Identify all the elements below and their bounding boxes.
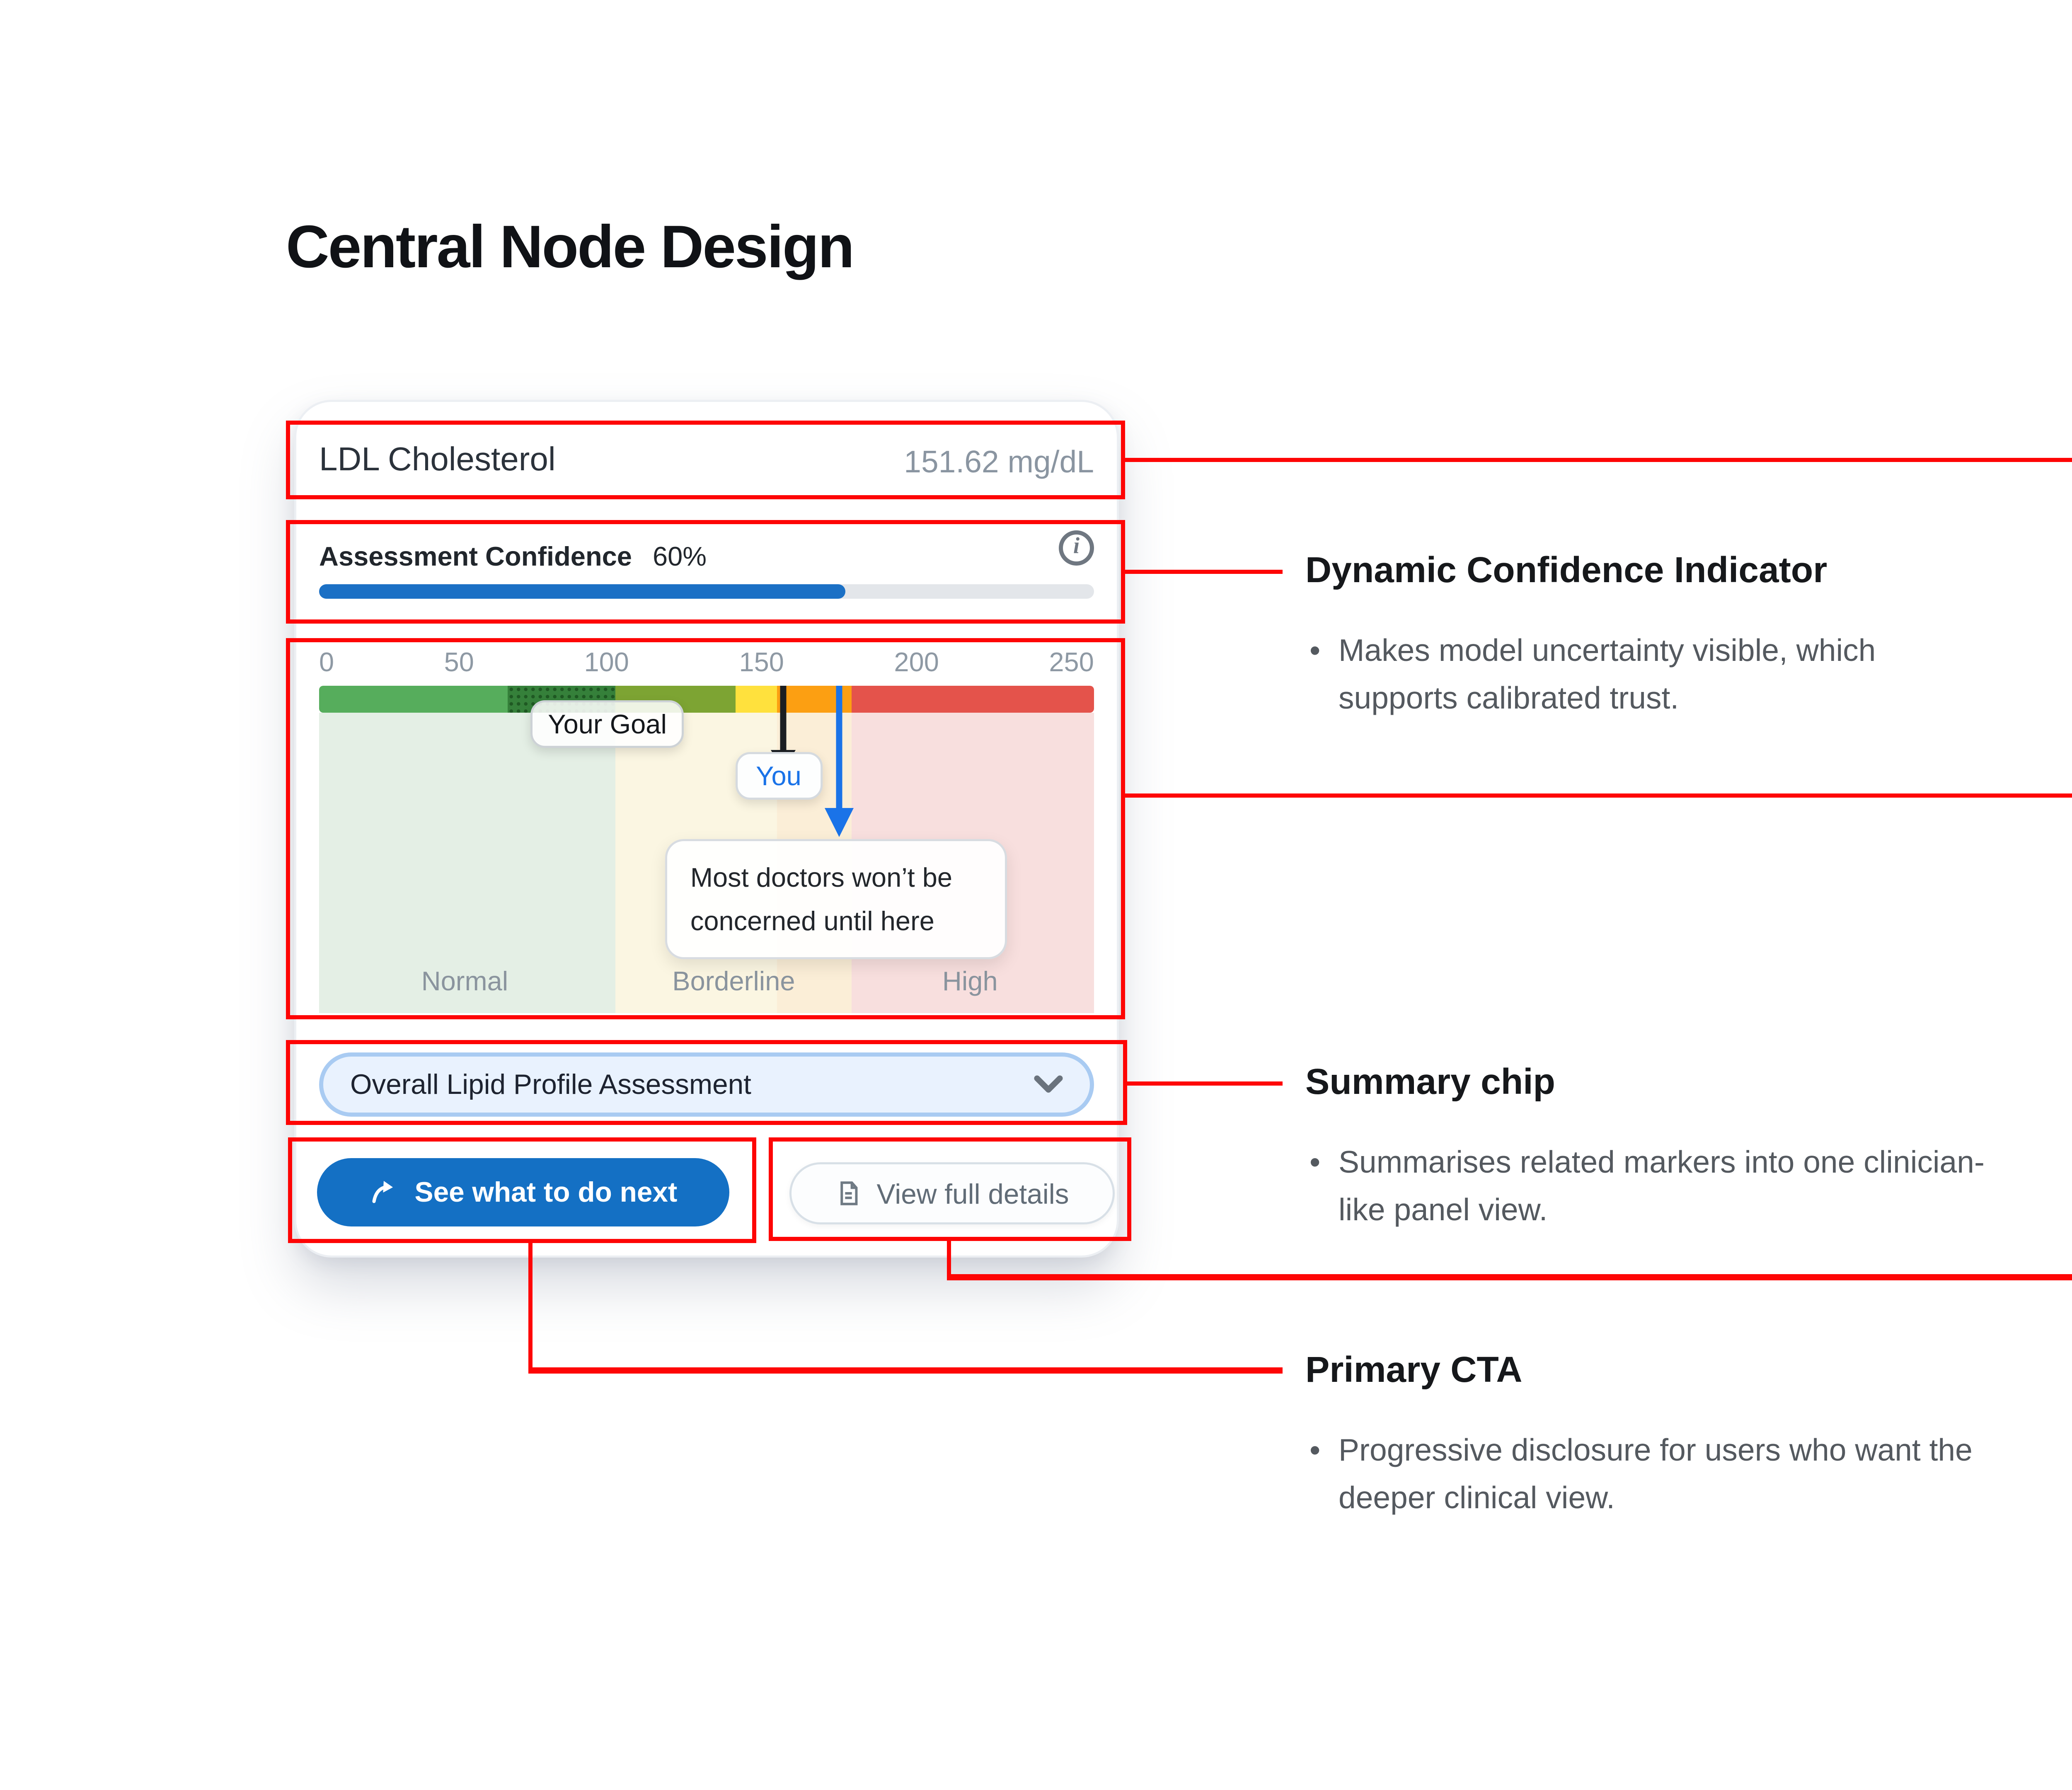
card-header: LDL Cholesterol 151.62 mg/dL bbox=[319, 435, 1094, 489]
document-icon bbox=[840, 1181, 858, 1205]
primary-cta-label: See what to do next bbox=[414, 1177, 678, 1208]
forward-arrow-icon bbox=[372, 1181, 393, 1203]
range-scale-ticks: 0 50 100 150 200 250 bbox=[319, 646, 1094, 677]
primary-cta-button[interactable]: See what to do next bbox=[317, 1158, 729, 1226]
biomarker-name: LDL Cholesterol bbox=[319, 443, 556, 479]
biomarker-value: 151.62 mg/dL bbox=[904, 444, 1094, 480]
confidence-track bbox=[319, 584, 1094, 599]
zone-label-borderline: Borderline bbox=[672, 965, 795, 997]
goal-label-chip: Your Goal bbox=[530, 700, 684, 748]
range-strip bbox=[319, 686, 1094, 713]
connector-line-range-bar bbox=[1125, 792, 2072, 798]
annotation-bullet: Progressive disclosure for users who wan… bbox=[1305, 1427, 1989, 1523]
annotation-bullet: Summarises related markers into one clin… bbox=[1305, 1139, 1989, 1235]
zone-label-normal: Normal bbox=[421, 965, 508, 997]
annotation-summary-chip: Summary chip Summarises related markers … bbox=[1305, 1061, 1989, 1235]
threshold-marker-arrow-icon bbox=[824, 808, 854, 837]
tick-label: 0 bbox=[319, 646, 334, 677]
tick-label: 100 bbox=[584, 646, 629, 677]
chevron-down-icon bbox=[1034, 1075, 1063, 1093]
tick-label: 200 bbox=[894, 646, 939, 677]
tick-label: 150 bbox=[739, 646, 784, 677]
you-marker-line bbox=[781, 686, 787, 754]
secondary-cta-label: View full details bbox=[876, 1178, 1069, 1209]
threshold-tooltip: Most doctors won’t be concerned until he… bbox=[665, 839, 1007, 959]
summary-chip[interactable]: Overall Lipid Profile Assessment bbox=[319, 1052, 1094, 1117]
tick-label: 250 bbox=[1049, 646, 1094, 677]
summary-chip-label: Overall Lipid Profile Assessment bbox=[350, 1069, 751, 1100]
confidence-row: Assessment Confidence 60% bbox=[319, 537, 707, 574]
range-bar: Your Goal You Most doctors won’t be conc… bbox=[319, 686, 1094, 1013]
range-zone-normal bbox=[319, 713, 616, 1013]
confidence-label: Assessment Confidence bbox=[319, 539, 632, 571]
range-segment-borderline bbox=[736, 686, 777, 713]
annotation-title: Primary CTA bbox=[1305, 1349, 1523, 1390]
annotation-bullet: Makes model uncertainty visible, which s… bbox=[1305, 628, 1989, 723]
secondary-cta-button[interactable]: View full details bbox=[789, 1162, 1115, 1224]
threshold-marker-line bbox=[836, 686, 842, 812]
annotation-primary-cta: Primary CTA Progressive disclosure for u… bbox=[1305, 1349, 1989, 1523]
connector-line-primary-cta-vertical bbox=[527, 1243, 533, 1372]
connector-line-confidence bbox=[1125, 568, 1283, 574]
annotation-confidence: Dynamic Confidence Indicator Makes model… bbox=[1305, 549, 1989, 723]
confidence-fill bbox=[319, 584, 846, 599]
connector-line-secondary-cta-horizontal bbox=[946, 1274, 2072, 1280]
connector-line-primary-cta-horizontal bbox=[527, 1367, 1282, 1373]
range-segment-goal-range bbox=[507, 686, 616, 713]
you-label-chip: You bbox=[735, 752, 822, 800]
annotation-title: Dynamic Confidence Indicator bbox=[1305, 549, 1828, 590]
connector-line-biomarker bbox=[1125, 457, 2072, 462]
connector-line-summary-chip bbox=[1127, 1080, 1283, 1086]
biomarker-card: LDL Cholesterol 151.62 mg/dL Assessment … bbox=[294, 400, 1119, 1258]
annotation-title: Summary chip bbox=[1305, 1061, 1556, 1102]
info-icon[interactable]: i bbox=[1059, 530, 1094, 566]
range-segment-normal bbox=[319, 686, 508, 713]
confidence-value: 60% bbox=[653, 539, 707, 571]
tick-label: 50 bbox=[444, 646, 474, 677]
range-segment-high bbox=[850, 686, 1094, 713]
page-title: Central Node Design bbox=[286, 215, 854, 282]
zone-label-high: High bbox=[942, 965, 998, 997]
